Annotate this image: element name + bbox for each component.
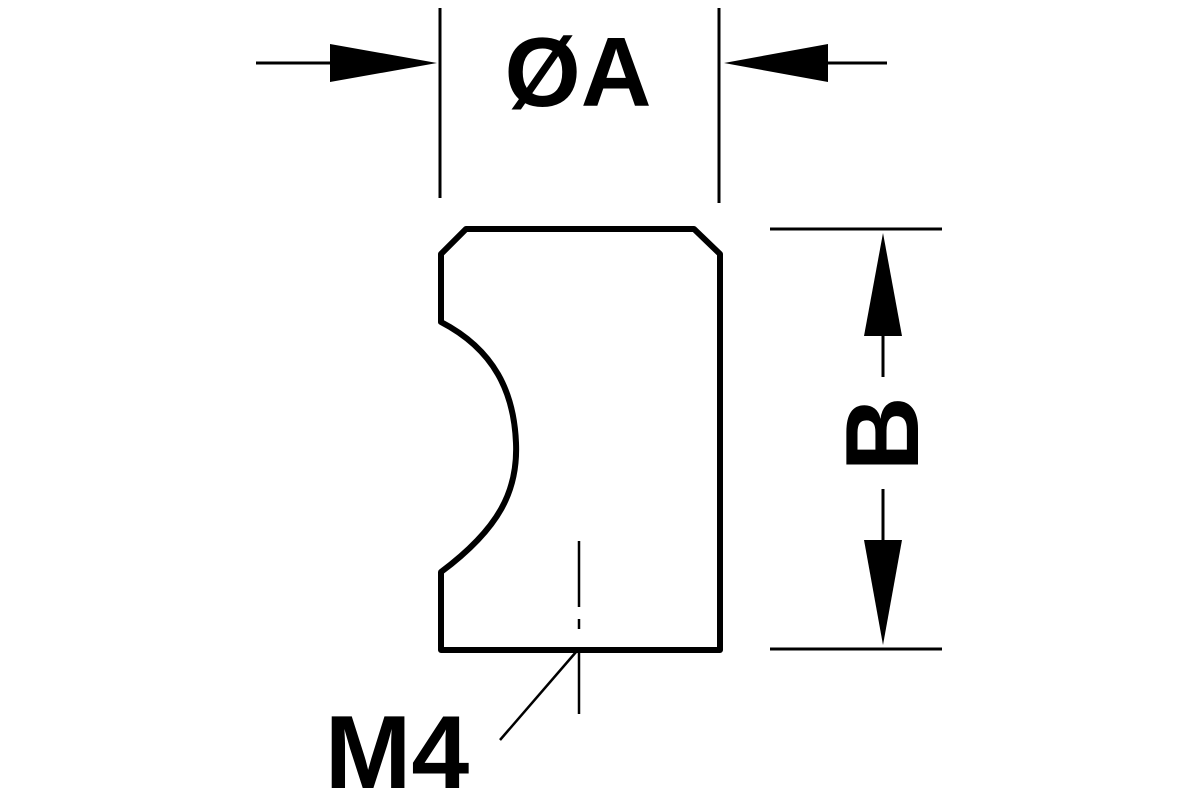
dimension-b-arrow-down-head (864, 540, 902, 645)
thread-leader-line (499, 651, 577, 741)
part-outline (438, 226, 723, 653)
dimension-a-arrow-left-head (330, 44, 437, 82)
dimension-b-arrow-up-head (864, 233, 902, 336)
dimension-a-arrow-right-head (724, 44, 828, 82)
thread-label: M4 (325, 695, 470, 800)
dimension-a-label: ØA (505, 17, 652, 127)
dimension-b-label: B (825, 396, 941, 471)
